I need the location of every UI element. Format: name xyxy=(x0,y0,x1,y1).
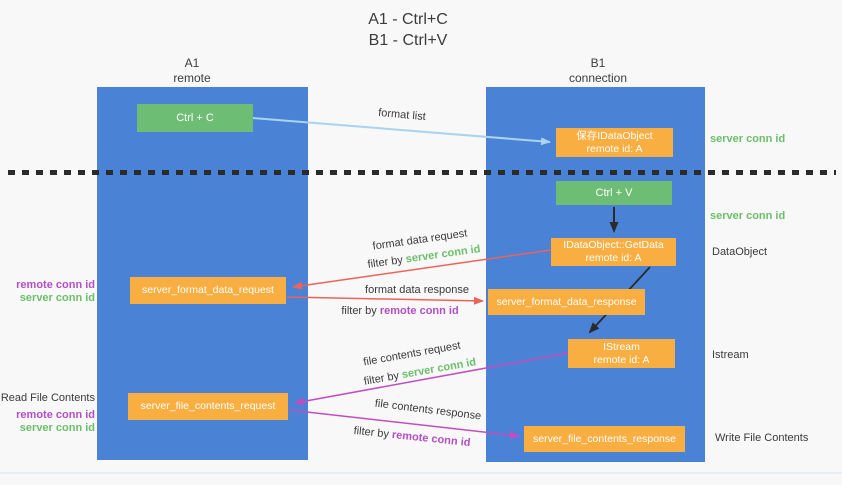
bottom-edge-line xyxy=(0,472,842,474)
dataobject-annotation: DataObject xyxy=(712,246,768,258)
istream-annotation: Istream xyxy=(712,349,749,361)
lane-b1-name: B1 xyxy=(590,56,606,70)
save-dataobject-box: 保存IDataObject remote id: A xyxy=(556,128,673,157)
server-format-data-response-box: server_format_data_response xyxy=(488,289,645,315)
save-dataobject-line1: 保存IDataObject xyxy=(576,129,653,142)
getdata-line1: IDataObject::GetData xyxy=(563,239,664,251)
filter-by-text: filter by xyxy=(362,369,400,388)
remote-conn-id-annotation-bottom: remote conn id xyxy=(16,409,95,421)
lane-header-b1: B1 connection xyxy=(538,56,658,86)
getdata-box: IDataObject::GetData remote id: A xyxy=(551,238,676,266)
format-data-response-label: format data response xyxy=(365,284,469,296)
server-format-data-request-label: server_format_data_request xyxy=(142,284,274,296)
lane-a1-name: A1 xyxy=(184,56,200,70)
server-file-contents-request-label: server_file_contents_request xyxy=(140,400,276,412)
title-line-1: A1 - Ctrl+C xyxy=(368,11,448,28)
title-line-2: B1 - Ctrl+V xyxy=(368,32,448,49)
filter-by-text: filter by xyxy=(341,305,377,317)
server-file-contents-response-box: server_file_contents_response xyxy=(524,426,685,452)
filter-by-text: filter by xyxy=(353,424,390,441)
server-conn-id-annotation-mid: server conn id xyxy=(710,210,786,222)
lane-a1-subtitle: remote xyxy=(173,71,211,85)
server-conn-id-annotation-top: server conn id xyxy=(710,133,786,145)
ctrl-c-label: Ctrl + C xyxy=(176,111,214,124)
file-contents-response-label: file contents response xyxy=(374,397,482,423)
ctrl-v-label: Ctrl + V xyxy=(595,186,633,199)
getdata-line2: remote id: A xyxy=(585,252,642,264)
lane-header-a1: A1 remote xyxy=(132,56,252,86)
server-conn-id-annotation-left-bottom: server conn id xyxy=(19,422,95,434)
server-format-data-request-box: server_format_data_request xyxy=(130,277,286,304)
server-conn-id-annotation-left-top: server conn id xyxy=(19,292,95,304)
istream-box: IStream remote id: A xyxy=(568,339,675,368)
lane-b1-subtitle: connection xyxy=(568,71,628,85)
session-divider-dashed-line xyxy=(8,170,836,175)
write-file-contents-annotation: Write File Contents xyxy=(715,432,809,444)
format-data-response-filter-label: filter by remote conn id xyxy=(341,305,458,317)
server-file-contents-response-label: server_file_contents_response xyxy=(532,432,676,445)
read-file-contents-annotation: Read File Contents xyxy=(0,392,95,404)
remote-conn-id-text: remote conn id xyxy=(391,428,471,450)
file-contents-response-filter-label: filter by remote conn id xyxy=(353,425,471,449)
istream-line2: remote id: A xyxy=(593,353,650,366)
diagram-title: A1 - Ctrl+C B1 - Ctrl+V xyxy=(298,9,518,51)
server-file-contents-request-box: server_file_contents_request xyxy=(128,393,288,420)
ctrl-v-box: Ctrl + V xyxy=(556,181,672,205)
filter-by-text: filter by xyxy=(366,254,404,271)
save-dataobject-line2: remote id: A xyxy=(586,142,643,155)
format-list-label: format list xyxy=(377,106,427,124)
remote-conn-id-text: remote conn id xyxy=(379,305,459,317)
remote-conn-id-annotation-top: remote conn id xyxy=(16,279,95,291)
server-format-data-response-label: server_format_data_response xyxy=(496,295,637,308)
format-data-response-arrow xyxy=(286,296,484,305)
istream-line1: IStream xyxy=(603,340,640,353)
ctrl-c-box: Ctrl + C xyxy=(137,104,253,132)
